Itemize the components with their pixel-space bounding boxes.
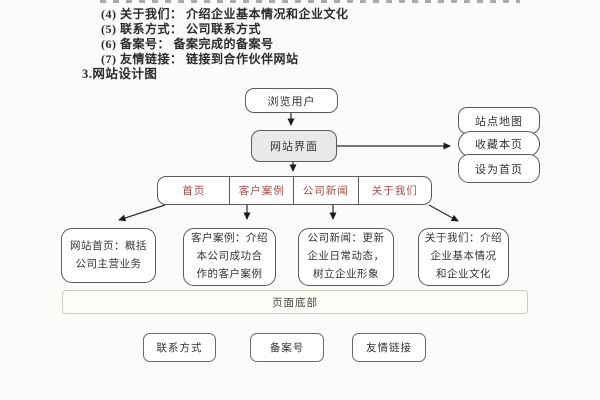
note-line-7: (7) 友情链接： 链接到合作伙伴网站	[101, 52, 299, 66]
nav-item-cases: 客户案例	[229, 177, 293, 204]
desc-home-line2: 公司主营业务	[75, 258, 142, 270]
desc-about-line2: 企业基本情况	[430, 251, 497, 262]
desc-news-line1: 公司新闻：更新	[307, 233, 385, 244]
nav-item-about: 关于我们	[357, 177, 431, 204]
nav-bar: 首页 客户案例 公司新闻 关于我们	[157, 176, 432, 205]
note-line-4: (4) 关于我们： 介绍企业基本情况和企业文化	[101, 7, 349, 21]
node-friend-links: 友情链接	[352, 333, 426, 362]
desc-news-line2: 企业日常动态，	[307, 251, 385, 262]
node-record-number: 备案号	[250, 333, 324, 362]
desc-about-line3: 和企业文化	[436, 269, 491, 280]
nav-item-news: 公司新闻	[293, 177, 358, 204]
page-footer-bar: 页面底部	[62, 290, 528, 314]
desc-cases-line1: 客户案例：介绍	[191, 233, 268, 244]
arrow-nav-to-desc1	[118, 204, 166, 222]
node-site-map: 站点地图	[458, 107, 540, 134]
section-title: 3.网站设计图	[82, 67, 158, 81]
cropped-text-line	[100, 0, 520, 3]
desc-cases-line3: 作的客户案例	[196, 269, 263, 280]
desc-about-line1: 关于我们：介绍	[425, 233, 502, 244]
node-set-homepage: 设为首页	[458, 154, 540, 183]
arrow-nav-to-desc4	[428, 204, 459, 222]
node-contact: 联系方式	[143, 333, 216, 362]
note-line-5: (5) 联系方式： 公司联系方式	[101, 22, 261, 36]
node-site-interface: 网站界面	[251, 130, 337, 162]
nav-item-home: 首页	[182, 186, 206, 197]
desc-news-line3: 树立企业形象	[313, 269, 379, 280]
desc-about: 关于我们：介绍 企业基本情况 和企业文化	[418, 228, 509, 286]
desc-cases-line2: 本公司成功合	[196, 251, 263, 262]
note-line-6: (6) 备案号： 备案完成的备案号	[101, 37, 274, 51]
desc-home-line1: 网站首页：概括	[70, 240, 147, 252]
desc-cases: 客户案例：介绍 本公司成功合 作的客户案例	[183, 228, 276, 286]
desc-news: 公司新闻：更新 企业日常动态， 树立企业形象	[298, 228, 394, 286]
node-browse-user: 浏览用户	[245, 88, 338, 113]
desc-home: 网站首页：概括 公司主营业务	[61, 228, 156, 283]
